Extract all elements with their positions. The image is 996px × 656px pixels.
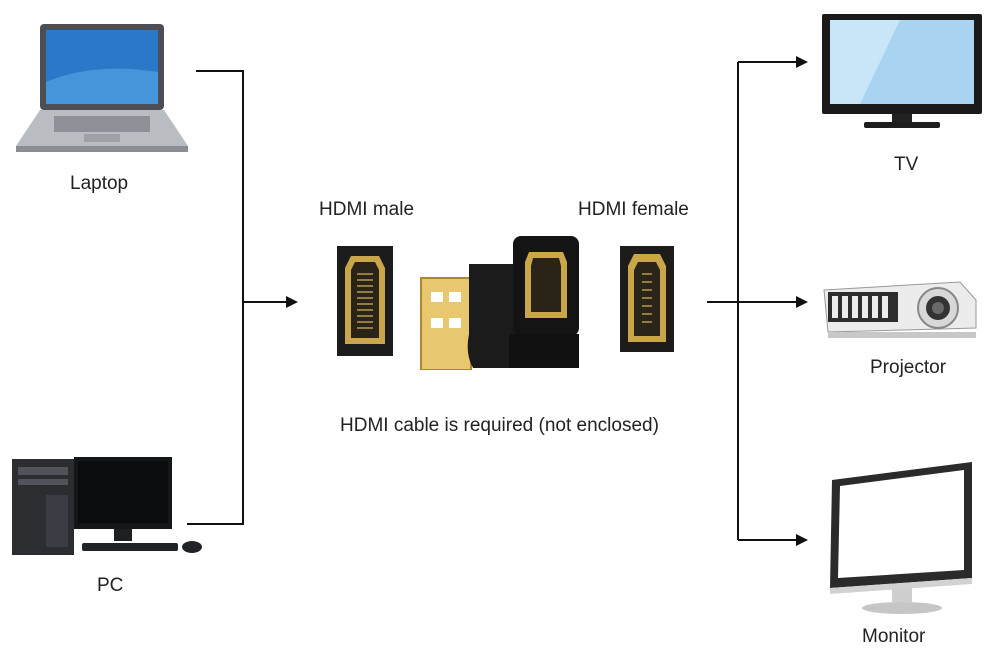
cable-note: HDMI cable is required (not enclosed) [340,415,659,436]
tv-icon [820,12,984,135]
desktop-pc-icon [10,455,206,564]
hdmi-adapter-icon [413,234,583,375]
pc-label: PC [97,575,124,596]
laptop-line [187,70,244,525]
hdmi-male-port-icon [337,246,393,361]
monitor-label: Monitor [862,626,926,647]
hdmi-female-label: HDMI female [578,199,689,220]
monitor-icon [826,460,976,621]
laptop-icon [14,22,190,161]
laptop-label: Laptop [70,173,129,194]
hdmi-male-label: HDMI male [319,199,415,220]
hdmi-female-port-icon [620,246,674,357]
tv-label: TV [894,154,919,175]
projector-label: Projector [870,357,947,378]
projector-icon [820,270,980,345]
